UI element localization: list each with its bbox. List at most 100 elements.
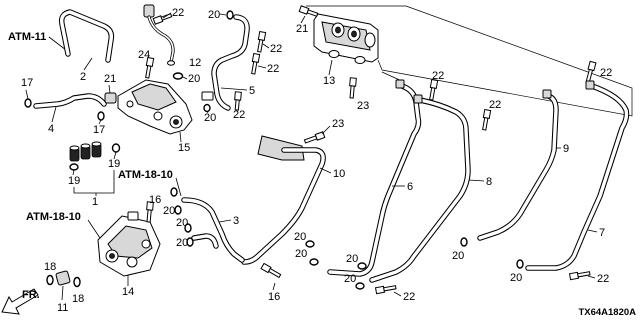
o-ring — [309, 258, 319, 266]
leader-line — [468, 179, 485, 182]
o-ring — [203, 103, 211, 113]
pipe-core — [370, 98, 470, 282]
pipe-core — [328, 84, 421, 276]
o-ring — [69, 163, 79, 171]
part-number-label: 12 — [189, 57, 201, 69]
pipe-core — [59, 10, 114, 62]
reference-label: ATM-18-10 — [118, 169, 173, 181]
leader-line — [218, 219, 232, 223]
o-ring — [355, 282, 365, 290]
o-ring — [73, 276, 81, 288]
diagram-code: TX64A1820A — [578, 307, 636, 318]
pipe-core — [34, 94, 106, 108]
hose-fitting — [143, 4, 155, 18]
part-number-label: 22 — [600, 67, 612, 79]
leader-line — [113, 151, 117, 160]
part-number-label: 20 — [452, 250, 464, 262]
leader-line — [162, 12, 172, 19]
part-number-label: 20 — [176, 237, 188, 249]
bolt — [568, 271, 591, 281]
frame-line — [377, 59, 383, 71]
part-number-label: 2 — [80, 71, 86, 83]
part-number-label: 18 — [72, 293, 84, 305]
part-number-label: 16 — [268, 291, 280, 303]
bolt — [298, 5, 319, 17]
o-ring — [305, 240, 315, 248]
leader-line — [51, 106, 57, 123]
bolt — [260, 262, 282, 279]
leader-line — [272, 282, 276, 291]
o-ring — [516, 259, 524, 269]
part-number-label: 22 — [270, 43, 282, 55]
leader-line — [262, 43, 270, 49]
part-number-label: 20 — [188, 73, 200, 85]
pipe-core — [526, 84, 629, 270]
pipe-fitting — [542, 89, 552, 99]
part-number-label: 17 — [21, 77, 33, 89]
bolt — [146, 201, 154, 223]
pipe-fitting — [585, 80, 595, 90]
pipe-core — [182, 198, 244, 262]
o-ring — [46, 274, 54, 286]
leader-line — [321, 125, 331, 135]
part-number-label: 6 — [407, 181, 413, 193]
bolt — [482, 108, 492, 131]
leader-line — [393, 291, 402, 297]
leader-line — [87, 219, 101, 239]
solenoid-valve-body — [97, 211, 161, 277]
hose-end-cap — [167, 60, 175, 66]
part-number-label: 20 — [176, 217, 188, 229]
part-number-label: 13 — [323, 75, 335, 87]
part-number-label: 21 — [296, 23, 308, 35]
part-number-label: 20 — [344, 273, 356, 285]
part-number-label: 11 — [57, 302, 68, 314]
front-arrow-label: FR. — [22, 289, 40, 301]
part-number-label: 20 — [208, 9, 220, 21]
front-direction-arrow — [1, 288, 39, 315]
part-number-label: 20 — [510, 272, 522, 284]
pipe-core — [242, 148, 325, 264]
o-ring — [111, 143, 121, 153]
part-number-label: 7 — [599, 227, 605, 239]
valve-bracket — [117, 79, 193, 135]
leader-line — [257, 65, 267, 69]
pipe-core — [192, 234, 218, 248]
pipe-core — [478, 94, 558, 240]
leader-line — [83, 57, 93, 71]
bolt — [145, 56, 155, 79]
o-ring — [184, 223, 192, 233]
part-number-label: 22 — [403, 291, 415, 303]
pipe-core — [148, 16, 174, 63]
leader-line — [587, 275, 596, 279]
part-number-label: 20 — [346, 253, 358, 265]
o-ring — [170, 187, 178, 197]
leader-line — [175, 177, 182, 197]
pipe-clamp — [201, 91, 214, 101]
part-number-label: 24 — [138, 49, 150, 61]
leader-line — [108, 84, 111, 94]
o-ring — [174, 205, 182, 215]
o-ring — [172, 72, 184, 80]
bolt — [251, 52, 261, 75]
pipe-fitting — [395, 79, 405, 89]
leader-line — [300, 15, 306, 24]
pipe-core — [212, 15, 249, 110]
bolt — [585, 60, 597, 83]
part-number-label: 17 — [93, 124, 105, 136]
reference-label: ATM-11 — [8, 31, 46, 43]
sleeve — [55, 270, 71, 286]
bolt — [257, 30, 267, 53]
leader-line — [319, 167, 332, 174]
part-number-label: 20 — [295, 248, 307, 260]
bolt — [429, 78, 439, 101]
connector-set — [69, 141, 102, 162]
part-number-label: 19 — [108, 158, 120, 170]
leader-line — [25, 89, 29, 100]
o-ring — [97, 111, 105, 121]
part-number-label: 8 — [486, 176, 492, 188]
bolt — [374, 285, 397, 295]
part-number-label: 18 — [44, 261, 56, 273]
part-number-label: 23 — [357, 100, 369, 112]
part-number-label: 22 — [233, 109, 245, 121]
